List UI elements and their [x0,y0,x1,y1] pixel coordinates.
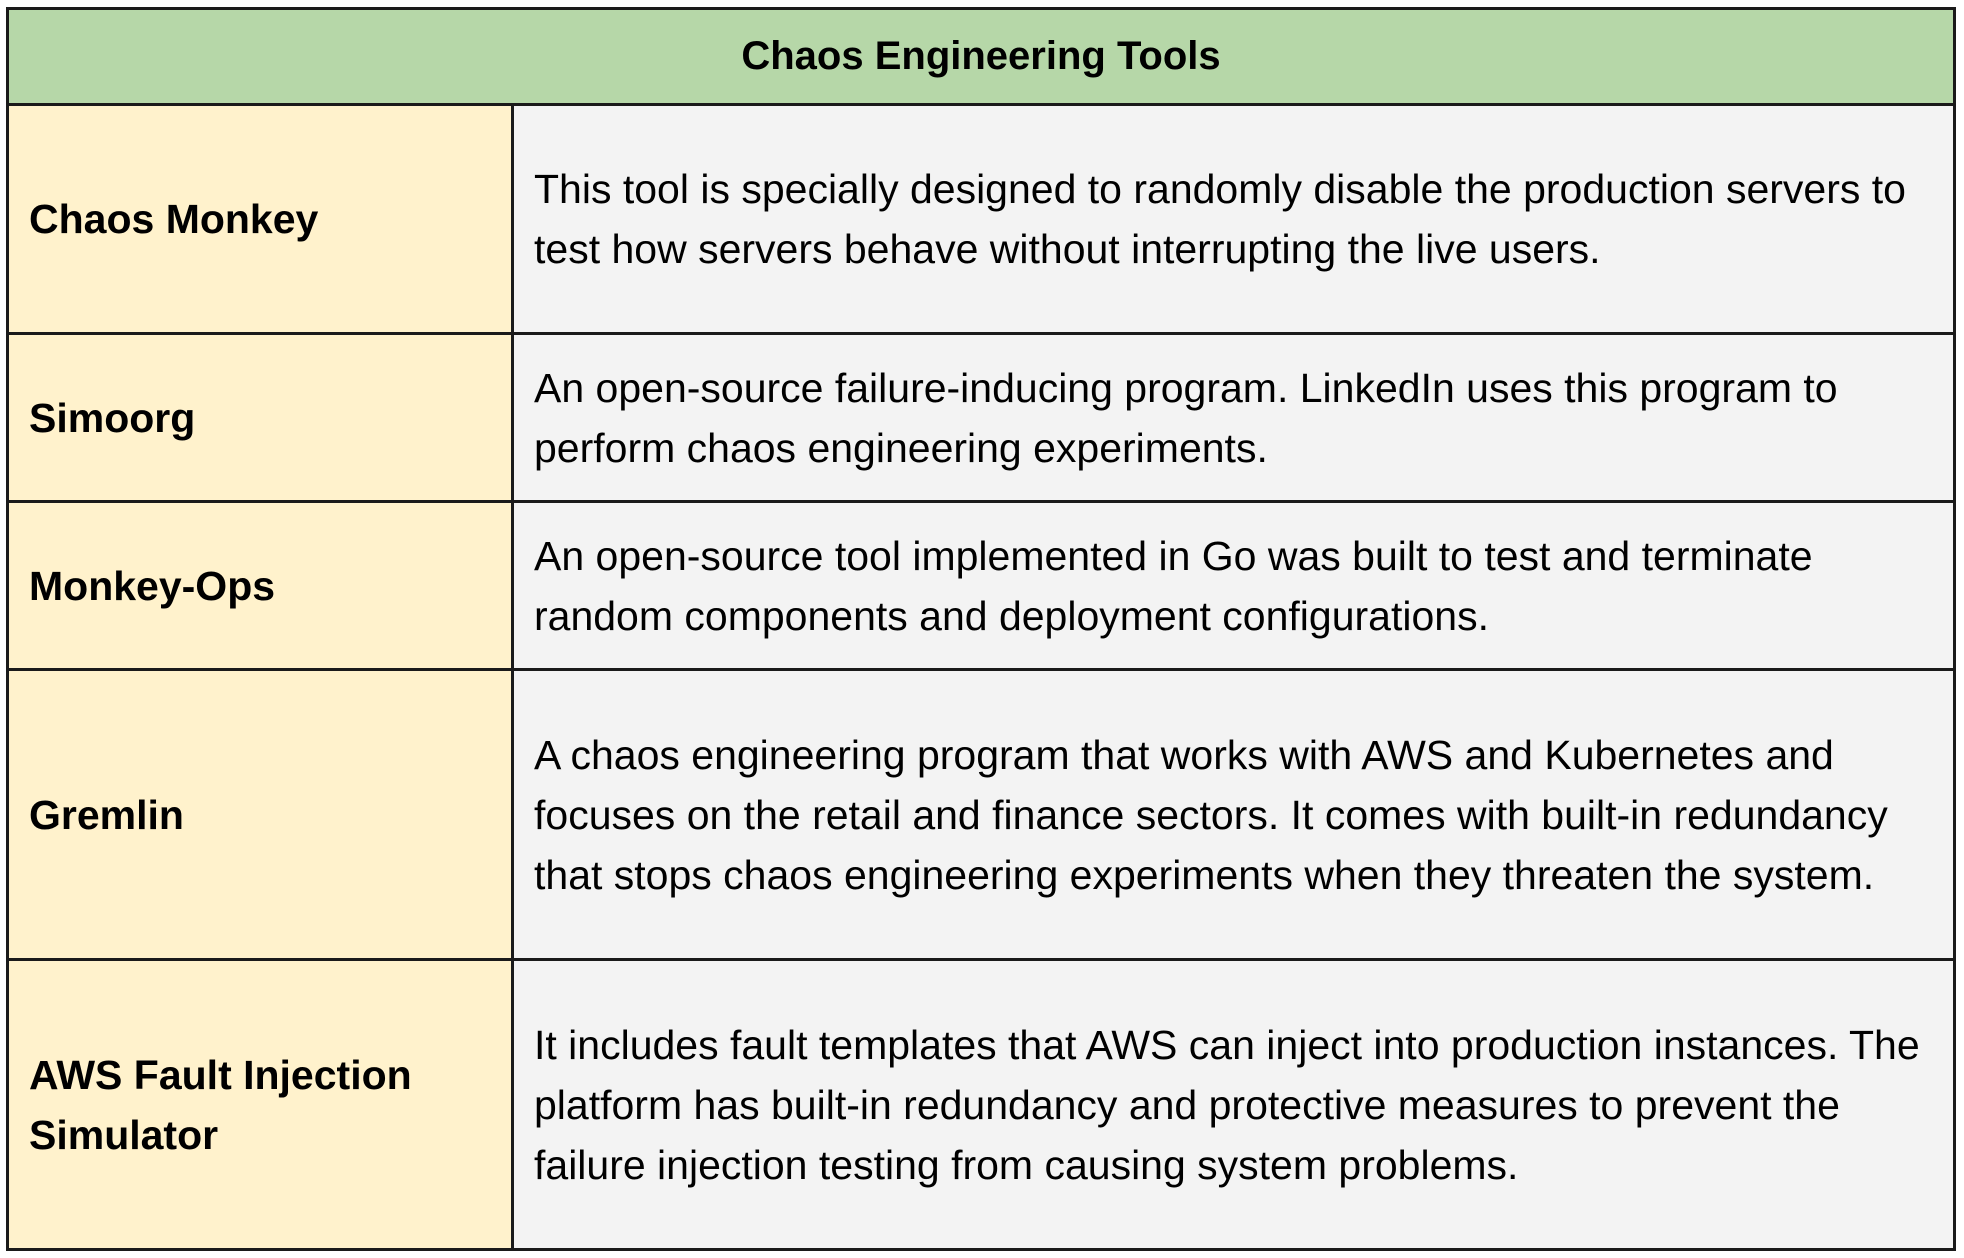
table-row: Monkey-Ops An open-source tool implement… [9,503,1953,671]
tool-description: An open-source failure-inducing program.… [514,335,1953,500]
tool-description: A chaos engineering program that works w… [514,671,1953,958]
table-row: AWS Fault Injection Simulator It include… [9,961,1953,1248]
tool-name: Simoorg [9,335,514,500]
tool-name: Monkey-Ops [9,503,514,668]
table-row: Chaos Monkey This tool is specially desi… [9,106,1953,335]
tool-name: Gremlin [9,671,514,958]
tool-description: This tool is specially designed to rando… [514,106,1953,332]
tool-description: An open-source tool implemented in Go wa… [514,503,1953,668]
table-title: Chaos Engineering Tools [9,10,1953,106]
tool-name: Chaos Monkey [9,106,514,332]
table-row: Simoorg An open-source failure-inducing … [9,335,1953,503]
tool-name: AWS Fault Injection Simulator [9,961,514,1248]
chaos-engineering-tools-table: Chaos Engineering Tools Chaos Monkey Thi… [6,7,1956,1251]
tool-description: It includes fault templates that AWS can… [514,961,1953,1248]
table-row: Gremlin A chaos engineering program that… [9,671,1953,961]
